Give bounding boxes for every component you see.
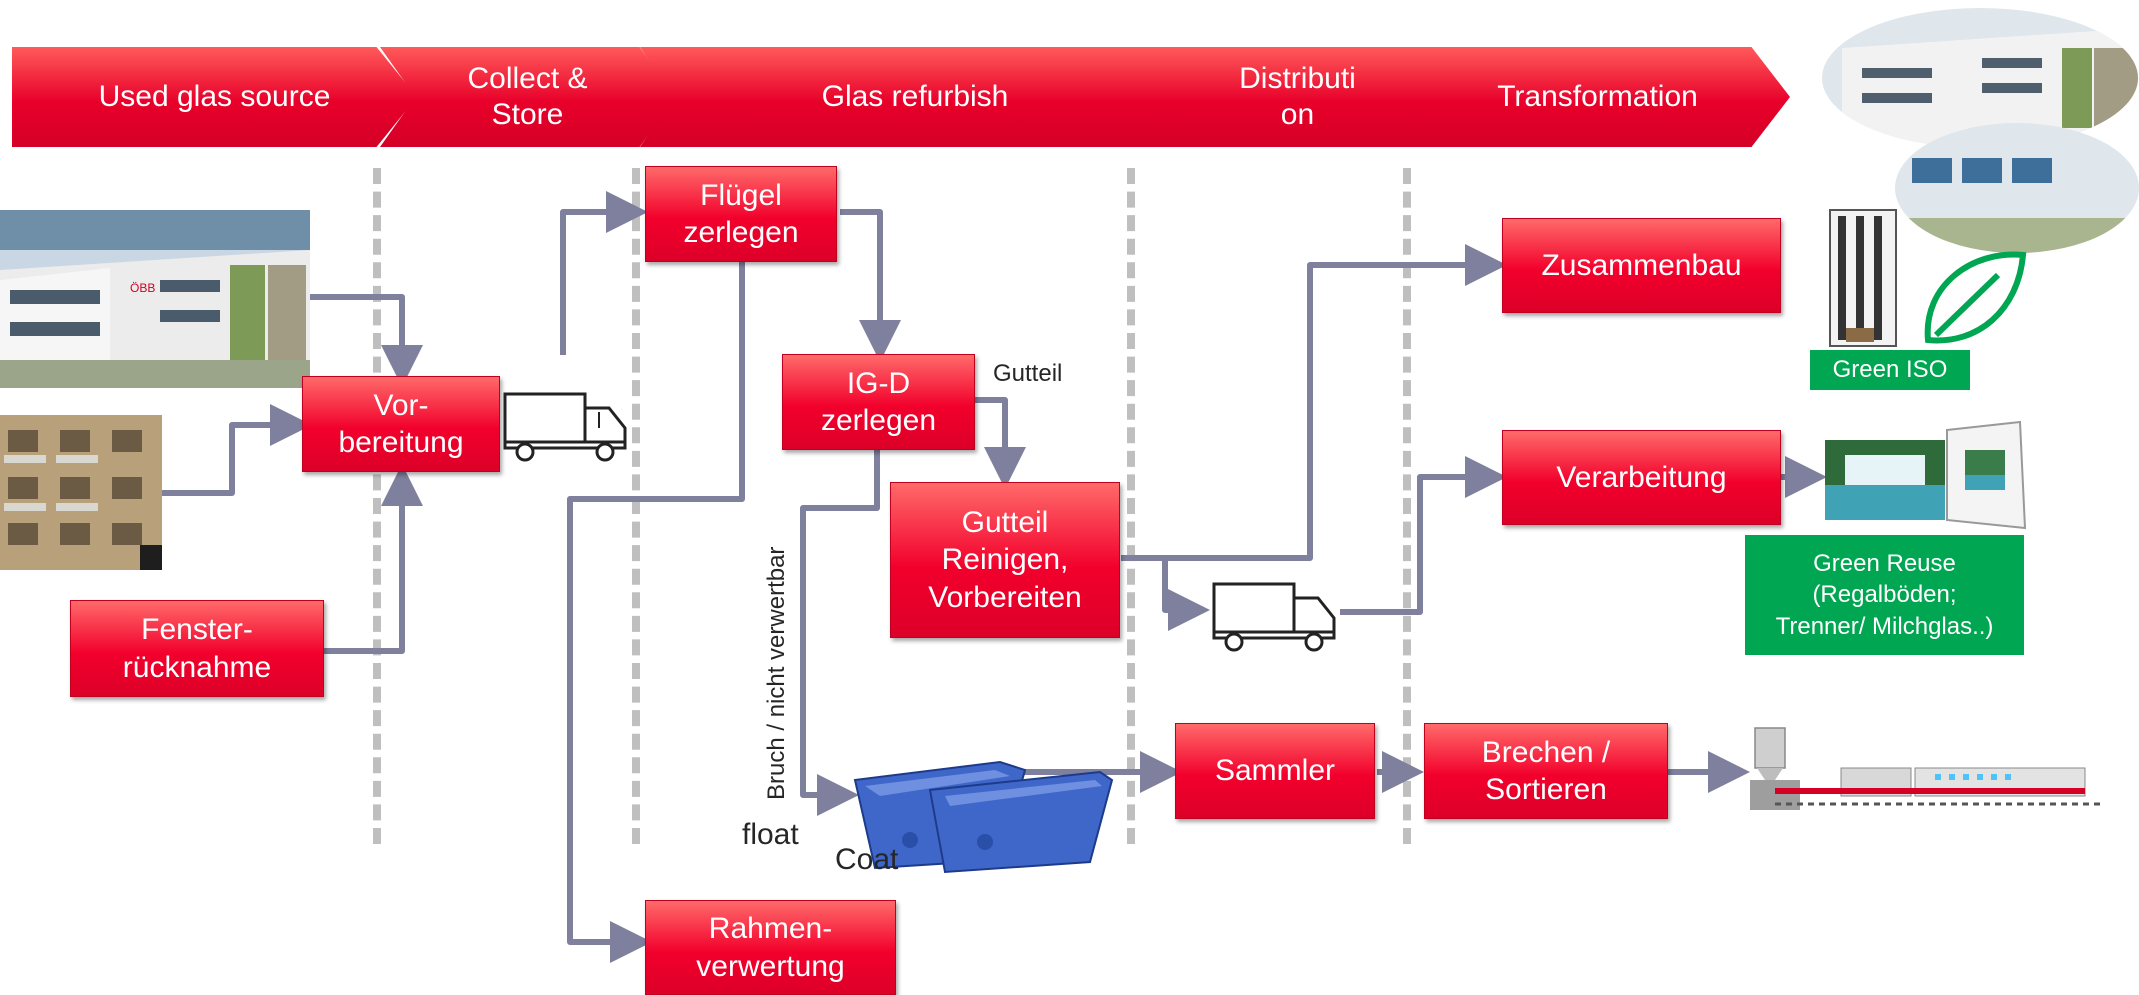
phase-distribution: Distributi on xyxy=(1155,47,1440,147)
step-gutteil-reinigen: Gutteil Reinigen, Vorbereiten xyxy=(890,482,1120,638)
container-icon xyxy=(853,760,1114,874)
building-photo: ÖBB xyxy=(0,210,310,388)
phase-collect-store: Collect & Store xyxy=(380,47,675,147)
gutteil-label: Gutteil xyxy=(993,360,1063,387)
bruch-label: Bruch / nicht verwertbar xyxy=(763,546,790,800)
window-profile-icon xyxy=(1829,209,1897,347)
connector xyxy=(840,209,901,362)
waterfall-photo xyxy=(1825,420,2027,530)
float-label: float xyxy=(742,818,799,851)
connector xyxy=(1340,456,1507,615)
connector xyxy=(1121,244,1507,561)
phase-glas-refurbish: Glas refurbish xyxy=(640,47,1190,147)
connector xyxy=(567,262,745,963)
phase-label: Distributi on xyxy=(1239,62,1356,131)
apartment-photo xyxy=(0,415,162,570)
step-fluegel-zerlegen: Flügel zerlegen xyxy=(645,166,837,262)
connector xyxy=(162,404,312,496)
connector xyxy=(310,294,423,387)
leaf-icon xyxy=(1924,251,2027,344)
campus-photo xyxy=(1822,8,2139,253)
phase-label: Used glas source xyxy=(98,80,331,113)
phase-divider xyxy=(1127,168,1135,844)
phase-label: Transformation xyxy=(1497,80,1698,113)
connector xyxy=(560,191,648,355)
connector xyxy=(975,397,1026,489)
phase-used-glas-source: Used glas source xyxy=(12,47,417,147)
phase-divider xyxy=(1403,168,1411,844)
connector xyxy=(1121,555,1210,631)
step-sammler: Sammler xyxy=(1175,723,1375,819)
step-igd-zerlegen: IG-D zerlegen xyxy=(782,354,975,450)
connector xyxy=(800,450,880,816)
green-reuse-badge: Green Reuse (Regalböden; Trenner/ Milchg… xyxy=(1745,535,2024,655)
truck-icon xyxy=(1212,582,1336,652)
connector xyxy=(323,464,423,654)
phase-label: Glas refurbish xyxy=(821,80,1009,113)
step-fensterruecknahme: Fenster- rücknahme xyxy=(70,600,324,697)
factory-line-icon xyxy=(1750,727,2100,810)
step-brechen-sortieren: Brechen / Sortieren xyxy=(1424,723,1668,819)
phase-divider xyxy=(373,168,381,844)
phase-label: Collect & Store xyxy=(467,62,588,131)
phase-divider xyxy=(632,168,640,844)
step-rahmenverwertung: Rahmen- verwertung xyxy=(645,900,896,995)
svg-text:ÖBB: ÖBB xyxy=(130,281,155,295)
phase-transformation: Transformation xyxy=(1405,47,1790,147)
coat-label: Coat xyxy=(835,843,899,876)
step-zusammenbau: Zusammenbau xyxy=(1502,218,1781,313)
step-verarbeitung: Verarbeitung xyxy=(1502,430,1781,525)
green-iso-badge: Green ISO xyxy=(1810,350,1970,390)
step-vorbereitung: Vor- bereitung xyxy=(302,376,500,472)
truck-icon xyxy=(503,392,627,462)
